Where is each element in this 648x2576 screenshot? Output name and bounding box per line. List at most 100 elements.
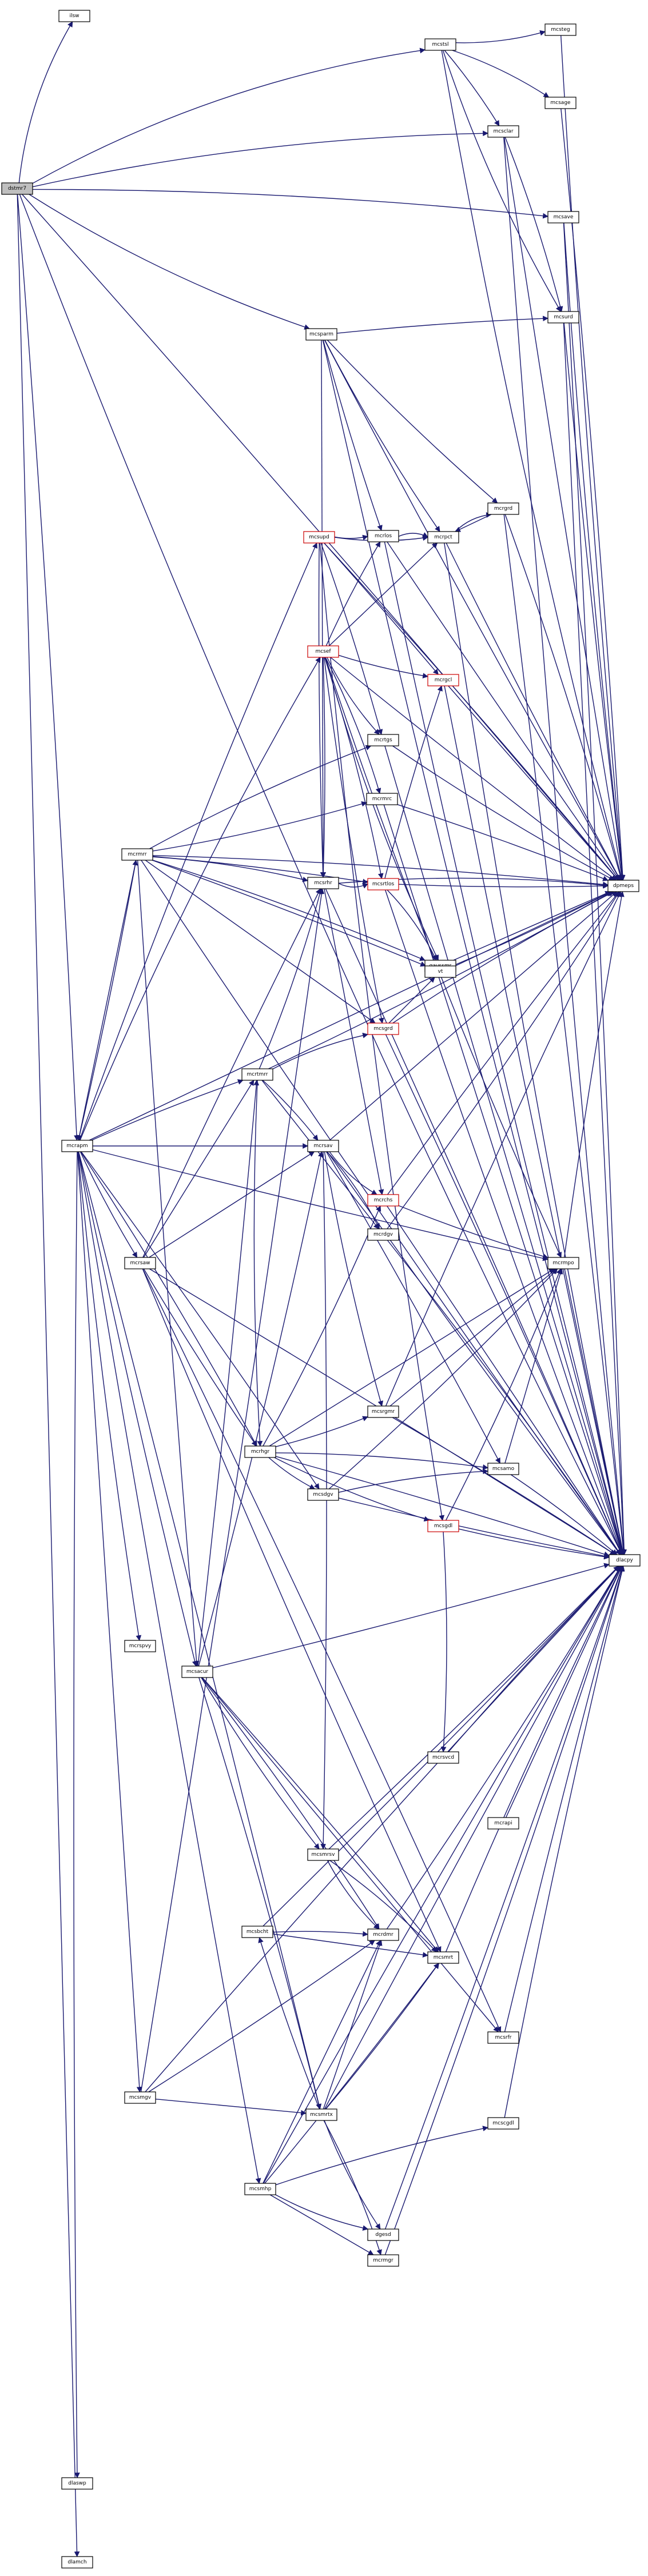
node-box[interactable]	[181, 1666, 213, 1678]
node-box[interactable]	[487, 1463, 519, 1475]
node-mcsacur[interactable]: mcsacur	[181, 1666, 213, 1678]
node-mcsgrd[interactable]: mcsgrd	[367, 1023, 399, 1035]
node-box[interactable]	[307, 1488, 339, 1501]
node-mcscgdl[interactable]: mcscgdl	[487, 2117, 519, 2130]
node-box[interactable]	[427, 674, 459, 686]
node-box[interactable]	[61, 2477, 93, 2490]
node-mcsmrsv[interactable]: mcsmrsv	[307, 1848, 339, 1861]
node-mcsage[interactable]: mcsage	[544, 97, 577, 109]
node-mcrsaw[interactable]: mcrsaw	[124, 1257, 156, 1269]
node-mcsteg[interactable]: mcsteg	[544, 23, 577, 36]
node-box[interactable]	[367, 1928, 399, 1941]
node-box[interactable]	[367, 530, 399, 542]
node-mcrsav[interactable]: mcrsav	[307, 1140, 339, 1152]
node-box[interactable]	[244, 2183, 276, 2195]
node-mcrgcl[interactable]: mcrgcl	[427, 674, 459, 686]
node-box[interactable]	[367, 1405, 399, 1418]
node-box[interactable]	[305, 328, 337, 341]
node-mcsclar[interactable]: mcsclar	[487, 125, 519, 138]
node-mcsmgv[interactable]: mcsmgv	[124, 2091, 156, 2104]
node-box[interactable]	[427, 531, 459, 544]
node-box[interactable]	[547, 211, 579, 223]
node-mcsamo[interactable]: mcsamo	[487, 1463, 519, 1475]
node-box[interactable]	[61, 1140, 93, 1152]
node-mcsrhr[interactable]: mcsrhr	[307, 877, 339, 889]
node-mcrmpo[interactable]: mcrmpo	[547, 1257, 579, 1269]
node-mcrdmr[interactable]: mcrdmr	[367, 1928, 399, 1941]
node-box[interactable]	[367, 2228, 399, 2241]
node-box[interactable]	[544, 97, 577, 109]
node-box[interactable]	[121, 848, 153, 861]
node-box[interactable]	[307, 1848, 339, 1861]
node-box[interactable]	[367, 1194, 399, 1207]
node-box[interactable]	[244, 1445, 276, 1458]
node-mcrapi[interactable]: mcrapi	[487, 1817, 519, 1830]
node-mcsmrt[interactable]: mcsmrt	[427, 1951, 459, 1964]
node-mcrlos[interactable]: mcrlos	[367, 530, 399, 542]
node-box[interactable]	[307, 645, 339, 658]
node-mcrchs[interactable]: mcrchs	[367, 1194, 399, 1207]
node-box[interactable]	[487, 502, 519, 515]
node-mcsrgmr[interactable]: mcsrgmr	[367, 1405, 399, 1418]
node-box[interactable]	[124, 1257, 156, 1269]
node-box[interactable]	[307, 1140, 339, 1152]
node-vt[interactable]: vt	[424, 965, 456, 978]
node-mcsrtlos[interactable]: mcsrtlos	[367, 878, 399, 890]
node-mcrgrd[interactable]: mcrgrd	[487, 502, 519, 515]
node-mcsupd[interactable]: mcsupd	[303, 531, 335, 544]
node-box[interactable]	[305, 2108, 337, 2121]
node-box[interactable]	[61, 2556, 93, 2569]
node-box[interactable]	[124, 2091, 156, 2104]
node-box[interactable]	[607, 880, 639, 892]
node-box[interactable]	[544, 23, 577, 36]
node-box[interactable]	[367, 734, 399, 746]
node-box[interactable]	[367, 1023, 399, 1035]
node-mcsbcht[interactable]: mcsbcht	[241, 1926, 273, 1938]
node-mcsmhp[interactable]: mcsmhp	[244, 2183, 276, 2195]
node-dlaswp[interactable]: dlaswp	[61, 2477, 93, 2490]
node-mcrspvy[interactable]: mcrspvy	[124, 1640, 156, 1652]
node-mcrsvcd[interactable]: mcrsvcd	[427, 1751, 459, 1764]
node-box[interactable]	[241, 1926, 273, 1938]
node-box[interactable]	[487, 1817, 519, 1830]
node-dpmeps[interactable]: dpmeps	[607, 880, 639, 892]
node-box[interactable]	[307, 877, 339, 889]
node-box[interactable]	[124, 1640, 156, 1652]
node-mcrmrr[interactable]: mcrmrr	[121, 848, 153, 861]
node-mcsgdl[interactable]: mcsgdl	[427, 1520, 459, 1532]
node-mcrtgs[interactable]: mcrtgs	[367, 734, 399, 746]
node-box[interactable]	[609, 1554, 641, 1567]
node-box[interactable]	[1, 182, 33, 195]
node-mcrpct[interactable]: mcrpct	[427, 531, 459, 544]
node-box[interactable]	[367, 2254, 399, 2267]
node-box[interactable]	[547, 311, 579, 324]
node-box[interactable]	[424, 38, 456, 51]
node-box[interactable]	[487, 125, 519, 138]
node-box[interactable]	[547, 1257, 579, 1269]
node-mcrdgv[interactable]: mcrdgv	[367, 1228, 399, 1241]
node-box[interactable]	[487, 2031, 519, 2044]
node-mcsef[interactable]: mcsef	[307, 645, 339, 658]
node-mcsurd[interactable]: mcsurd	[547, 311, 579, 324]
node-dlamch[interactable]: dlamch	[61, 2556, 93, 2569]
node-dgesd[interactable]: dgesd	[367, 2228, 399, 2241]
node-box[interactable]	[303, 531, 335, 544]
node-box[interactable]	[367, 1228, 399, 1241]
node-dlacpy[interactable]: dlacpy	[609, 1554, 641, 1567]
node-box[interactable]	[427, 1520, 459, 1532]
node-box[interactable]	[241, 1068, 273, 1081]
node-box[interactable]	[427, 1751, 459, 1764]
node-mcrmrc[interactable]: mcrmrc	[366, 793, 398, 805]
node-dstmr7[interactable]: dstmr7	[1, 182, 33, 195]
node-mcsave[interactable]: mcsave	[547, 211, 579, 223]
node-ilsw[interactable]: ilsw	[58, 10, 90, 22]
node-mcstsl[interactable]: mcstsl	[424, 38, 456, 51]
node-box[interactable]	[487, 2117, 519, 2130]
node-mcrtmrr[interactable]: mcrtmrr	[241, 1068, 273, 1081]
node-box[interactable]	[367, 878, 399, 890]
node-mcrmgr[interactable]: mcrmgr	[367, 2254, 399, 2267]
node-box[interactable]	[366, 793, 398, 805]
node-mcsdgv[interactable]: mcsdgv	[307, 1488, 339, 1501]
node-mcrapm[interactable]: mcrapm	[61, 1140, 93, 1152]
node-mcsmrtx[interactable]: mcsmrtx	[305, 2108, 337, 2121]
